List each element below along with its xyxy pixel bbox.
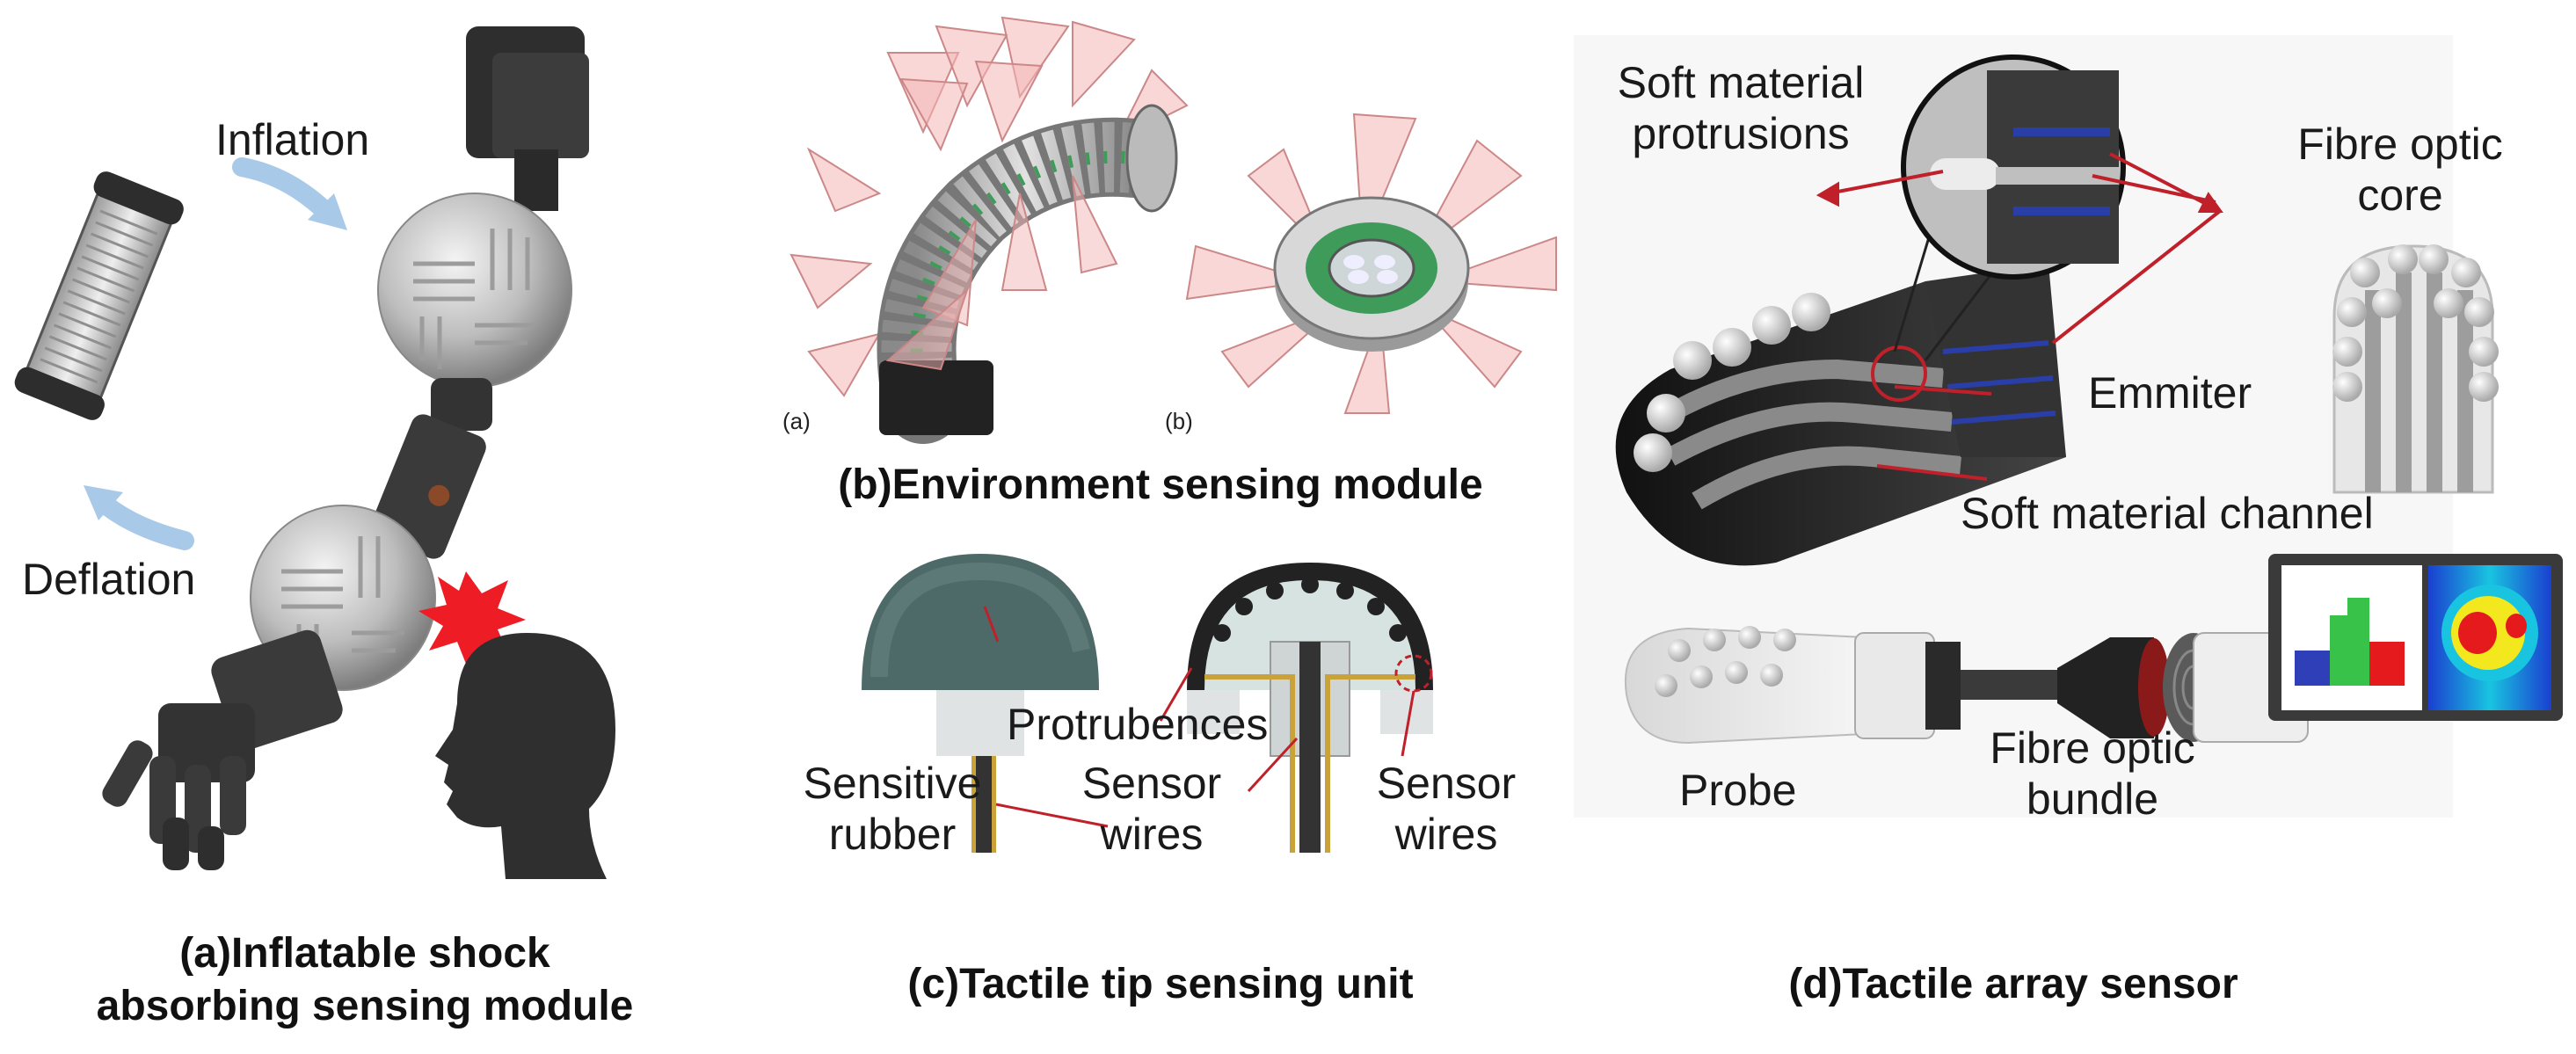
protrubences-label: Protrubences xyxy=(1007,700,1269,749)
emmiter-label: Emmiter xyxy=(2088,368,2252,418)
single-ring-with-cones xyxy=(1185,113,1557,414)
fibre-bundle-line2: bundle xyxy=(2026,774,2159,824)
inflation-label: Inflation xyxy=(215,115,370,164)
soft-protrusions-line2: protrusions xyxy=(1632,109,1850,158)
sub-b-label: (b) xyxy=(1165,408,1193,434)
fibre-core-label: Fibre optic core xyxy=(2268,119,2532,221)
panel-tactile-array: Soft material protrusions Fibre optic co… xyxy=(1574,0,2576,1054)
soft-channel-label: Soft material channel xyxy=(1961,489,2374,538)
wires-label-2: wires xyxy=(1394,810,1498,859)
caption-a: (a)Inflatable shock absorbing sensing mo… xyxy=(0,927,730,1033)
zoom-inset xyxy=(1893,55,2126,361)
environment-module-illustration: (a) (b) xyxy=(782,16,1557,853)
deflation-arrow xyxy=(91,491,194,550)
probe-label: Probe xyxy=(1679,766,1797,815)
sensor-body xyxy=(1615,264,2066,566)
monitor-display xyxy=(2268,554,2563,721)
sensor-label-2: Sensor xyxy=(1376,759,1517,808)
sensitive-label: Sensitive xyxy=(803,759,982,808)
caption-c: (c)Tactile tip sensing unit xyxy=(907,961,1414,1007)
inflation-arrow xyxy=(232,157,339,225)
fibre-core-line1: Fibre optic xyxy=(2297,120,2503,169)
arm-end-effector xyxy=(466,26,589,211)
sensitive-rubber-dome xyxy=(862,554,1109,853)
head-silhouette xyxy=(435,633,615,879)
deflation-label: Deflation xyxy=(22,555,196,604)
robot-hand xyxy=(102,629,343,870)
inflatable-module-illustration xyxy=(14,26,615,879)
caption-d: (d)Tactile array sensor xyxy=(1788,961,2238,1007)
fibre-core-array xyxy=(2332,244,2499,494)
rubber-label: rubber xyxy=(828,810,957,859)
panel-environment-and-tactile-tip: (a) (b) xyxy=(747,0,1574,1054)
soft-protrusions-line1: Soft material xyxy=(1617,58,1865,107)
middle-link xyxy=(370,414,486,559)
fibre-core-line2: core xyxy=(2357,171,2443,220)
sensitive-rubber-label: Sensitive rubber xyxy=(782,758,1002,860)
caption-a-line1: (a)Inflatable shock xyxy=(179,930,550,977)
wires-label-1: wires xyxy=(1100,810,1204,859)
sensor-label-1: Sensor xyxy=(1081,759,1222,808)
sub-a-label: (a) xyxy=(782,408,811,434)
caption-b: (b)Environment sensing module xyxy=(838,462,1483,508)
caption-a-line2: absorbing sensing module xyxy=(96,983,634,1029)
fibre-bundle-label: Fibre optic bundle xyxy=(1961,723,2224,825)
fibre-bundle-line1: Fibre optic xyxy=(1990,723,2195,773)
sensor-wires-label-2: Sensor wires xyxy=(1363,758,1530,860)
panel-inflatable-module: Inflation Deflation (a)Inflatable shock … xyxy=(0,0,747,1054)
tactile-array-illustration xyxy=(1574,35,2563,818)
sensor-cross-section xyxy=(1159,563,1433,853)
soft-protrusions-label: Soft material protrusions xyxy=(1578,57,1903,159)
upper-sphere xyxy=(377,193,572,388)
deflated-cylinder xyxy=(14,171,184,420)
sensor-wires-label-1: Sensor wires xyxy=(1073,758,1231,860)
